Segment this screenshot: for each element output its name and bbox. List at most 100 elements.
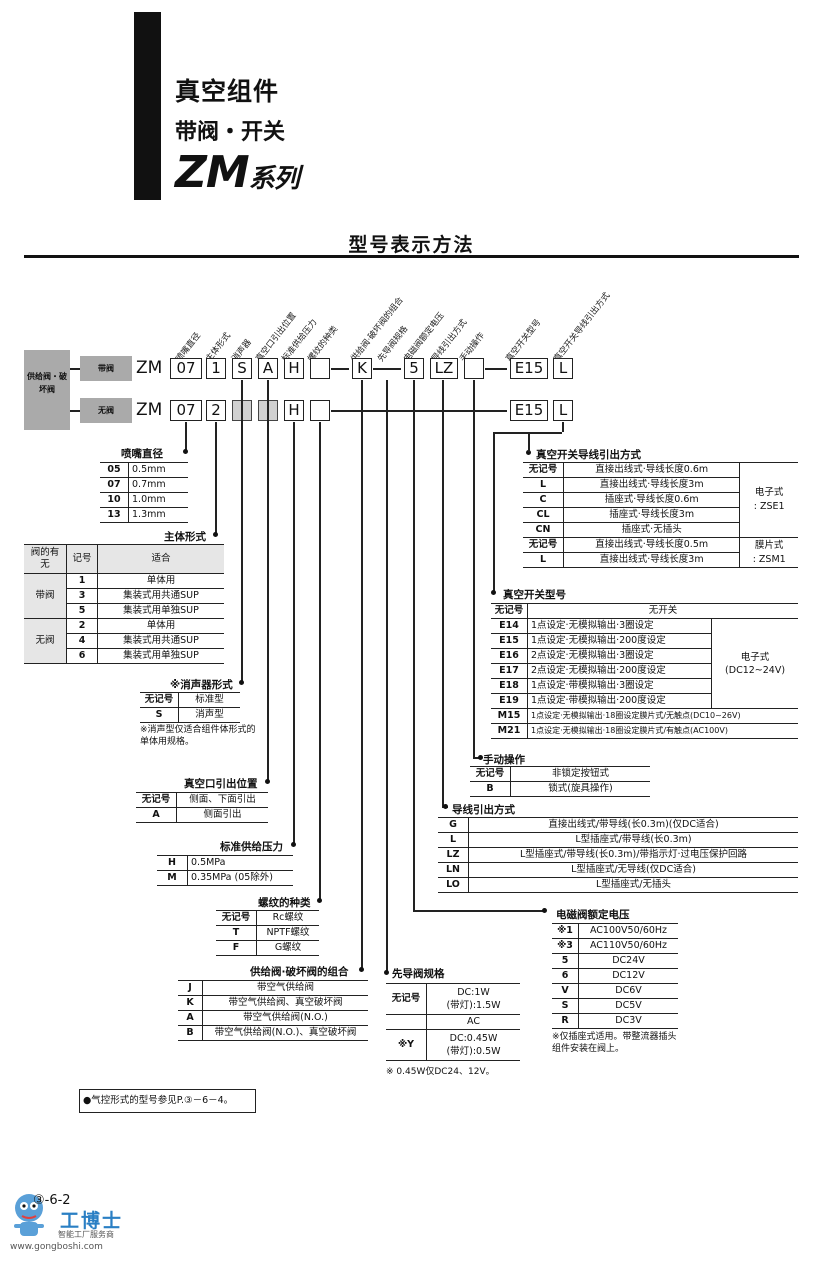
- code: 4: [66, 633, 98, 649]
- leader: [493, 432, 528, 434]
- code: 05: [100, 462, 129, 478]
- col-label: 真空开关型号: [504, 317, 544, 364]
- value: 1.3mm: [128, 507, 188, 523]
- group: 无阀: [24, 618, 67, 664]
- thread-title: 螺纹的种类: [258, 897, 311, 909]
- leader: [267, 380, 269, 782]
- code: 无记号: [523, 462, 564, 478]
- code: CN: [523, 522, 564, 538]
- code: 无记号: [386, 983, 427, 1015]
- leader-dot: [239, 680, 244, 685]
- code: LO: [438, 877, 469, 893]
- dash: [331, 410, 507, 412]
- logo-tagline: 智能工厂服务商: [58, 1230, 114, 1239]
- code-box: E15: [510, 358, 548, 379]
- value: G螺纹: [256, 940, 319, 956]
- code: B: [470, 781, 511, 797]
- vacport-title: 真空口引出位置: [184, 778, 258, 790]
- section-title: 型号表示方法: [348, 234, 475, 256]
- code: E19: [491, 693, 528, 709]
- code-box: H: [284, 400, 304, 421]
- col-label: 真空开关导线引出方式: [552, 290, 613, 364]
- header: 适合: [97, 544, 224, 574]
- code: C: [523, 492, 564, 508]
- silencer-note: ※消声型仅适合组件体形式的单体用规格。: [140, 725, 256, 747]
- code: S: [552, 998, 579, 1014]
- code: H: [157, 855, 188, 871]
- dash: [373, 368, 401, 370]
- page-title: 真空组件: [175, 77, 280, 106]
- value: DC5V: [578, 998, 678, 1014]
- code-box: L: [553, 358, 573, 379]
- code: M15: [491, 708, 528, 724]
- code: 1: [66, 573, 98, 589]
- vswitch-title: 真空开关型号: [503, 589, 566, 601]
- page-subtitle: 带阀・开关: [175, 120, 286, 145]
- value: 集装式用单独SUP: [97, 648, 224, 664]
- lead-title: 导线引出方式: [452, 804, 515, 816]
- leader: [493, 432, 495, 592]
- value: 0.5mm: [128, 462, 188, 478]
- code: L: [438, 832, 469, 848]
- leader-dot: [317, 898, 322, 903]
- group-label: 供给阀・破坏阀: [24, 350, 70, 430]
- code: E18: [491, 678, 528, 694]
- leader-dot: [183, 449, 188, 454]
- leader-dot: [478, 755, 483, 760]
- code: K: [178, 995, 203, 1011]
- tag-with-valve: 带阀: [80, 356, 132, 381]
- value: DC24V: [578, 953, 678, 969]
- code: M: [157, 870, 188, 886]
- value: 集装式用共通SUP: [97, 633, 224, 649]
- dash: [331, 368, 349, 370]
- code: LN: [438, 862, 469, 878]
- code-box: [310, 358, 330, 379]
- leader: [528, 432, 530, 452]
- code: 无记号: [140, 692, 179, 708]
- code: ※1: [552, 923, 579, 939]
- leader-dot: [542, 908, 547, 913]
- code: J: [178, 980, 203, 996]
- code: ※3: [552, 938, 579, 954]
- pressure-title: 标准供给压力: [220, 841, 283, 853]
- value: 直接出线式·导线长度0.6m: [563, 462, 741, 478]
- value: 插座式·导线长度3m: [563, 507, 741, 523]
- code: G: [438, 817, 469, 833]
- leader: [241, 380, 243, 683]
- group: 电子式: ZSE1: [739, 462, 798, 538]
- code: 13: [100, 507, 129, 523]
- code: 无记号: [470, 766, 511, 782]
- value: 2点设定·无模拟输出·200度设定: [527, 663, 713, 679]
- value: 单体用: [97, 573, 224, 589]
- leader-dot: [265, 779, 270, 784]
- code-box: [464, 358, 484, 379]
- group: 带阀: [24, 573, 67, 619]
- code: 2: [66, 618, 98, 634]
- leader: [473, 757, 481, 759]
- value: 直接出线式·导线长度3m: [563, 552, 741, 568]
- mascot-icon: [10, 1190, 48, 1244]
- leader-dot: [491, 590, 496, 595]
- code-box: E15: [510, 400, 548, 421]
- code: ※Y: [386, 1029, 427, 1061]
- code: A: [136, 807, 177, 823]
- code: 无记号: [491, 603, 528, 619]
- value: 插座式·无插头: [563, 522, 741, 538]
- leader: [319, 422, 321, 901]
- divider: [24, 255, 799, 258]
- code: F: [216, 940, 257, 956]
- leader: [185, 422, 187, 452]
- value: 带空气供给阀: [202, 980, 368, 996]
- leader-dot: [359, 967, 364, 972]
- value: 无开关: [527, 603, 798, 619]
- code: 无记号: [216, 910, 257, 926]
- code: 07: [100, 477, 129, 493]
- pilot-note: ※ 0.45W仅DC24、12V。: [386, 1067, 495, 1077]
- value: 侧面、下面引出: [176, 792, 268, 808]
